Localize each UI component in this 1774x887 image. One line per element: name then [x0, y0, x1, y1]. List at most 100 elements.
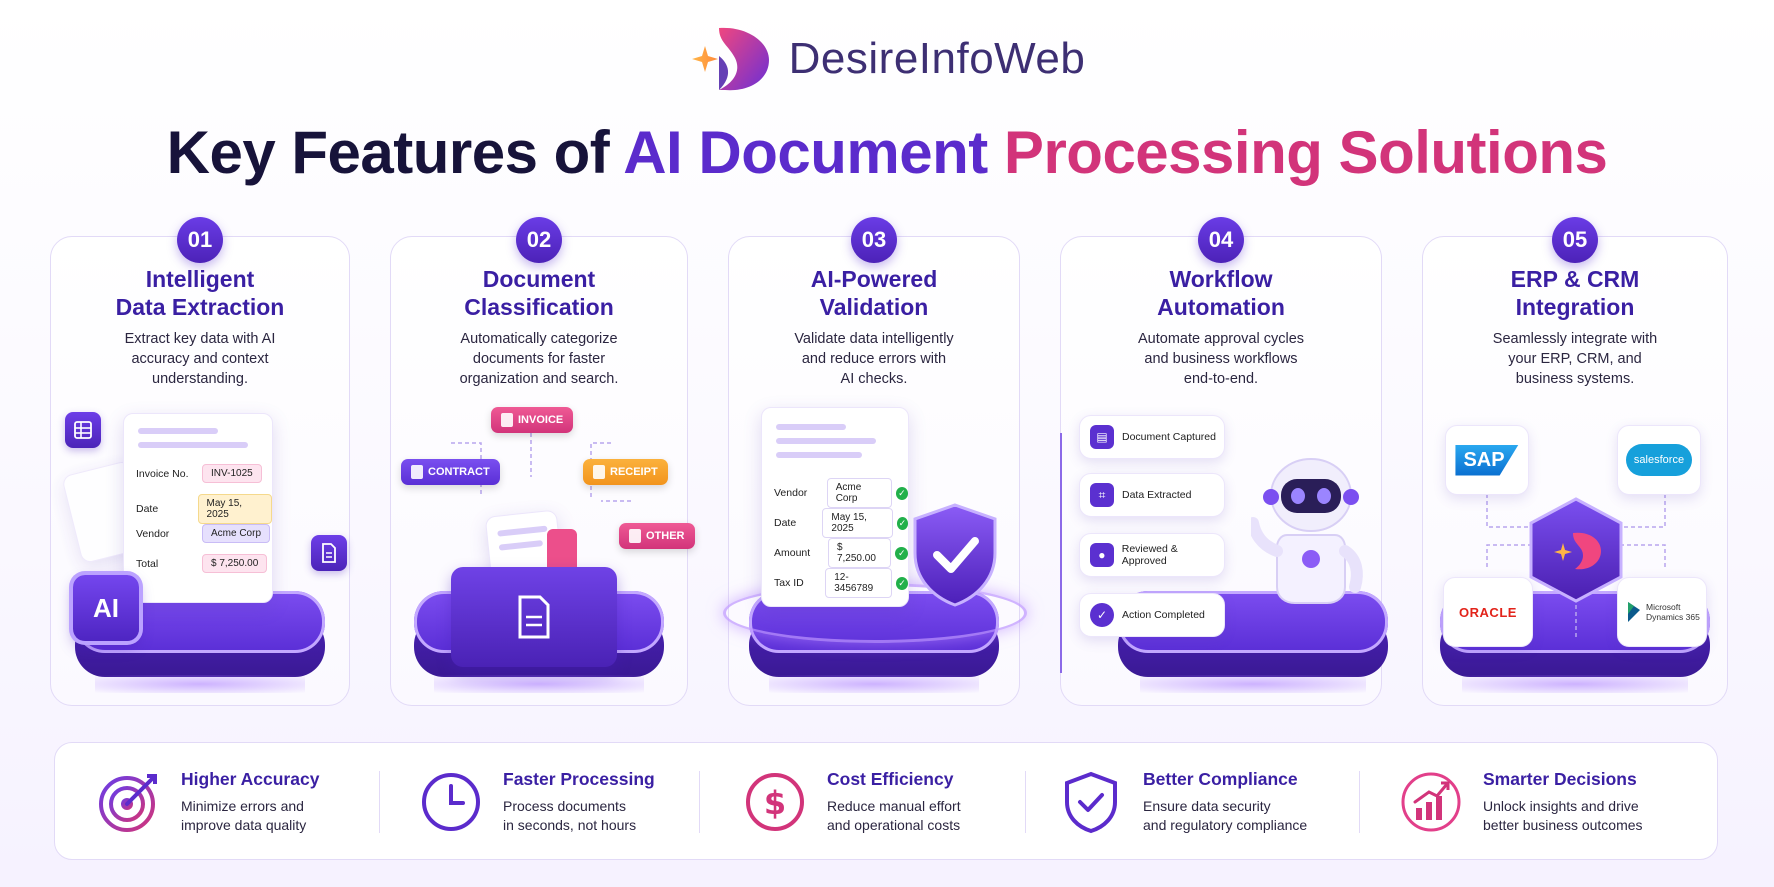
feature-title: Workflow Automation: [1071, 265, 1371, 321]
brand-logo-icon: [689, 24, 771, 94]
feature-title-line: Validation: [819, 294, 929, 320]
feature-card-data-extraction: 01 Intelligent Data Extraction Extract k…: [50, 217, 350, 706]
feature-card-classification: 02 Document Classification Automatically…: [390, 217, 695, 706]
page-title: Key Features of AI Document Processing S…: [0, 118, 1774, 187]
feature-desc-line: Validate data intelligently: [794, 331, 954, 347]
benefit-accuracy: Higher Accuracy Minimize errors and impr…: [97, 743, 319, 861]
benefit-desc-line: Reduce manual effort: [827, 798, 961, 814]
field-label: Vendor: [774, 487, 808, 499]
feature-card-validation: 03 AI-Powered Validation Validate data i…: [723, 217, 1027, 706]
growth-chart-icon: [1401, 772, 1461, 832]
field-row: Date May 15, 2025: [136, 494, 272, 524]
check-icon: ✓: [896, 576, 908, 590]
benefit-desc: Process documents in seconds, not hours: [503, 797, 655, 835]
feature-title: AI-Powered Validation: [739, 265, 1009, 321]
feature-description: Extract key data with AI accuracy and co…: [75, 329, 325, 389]
feature-desc-line: organization and search.: [459, 371, 619, 387]
brand: DesireInfoWeb: [0, 24, 1774, 94]
title-part-3: Processing Solutions: [1003, 119, 1608, 186]
field-label: Invoice No.: [136, 467, 189, 480]
dollar-icon: $: [746, 773, 804, 831]
tag-contract: CONTRACT: [401, 459, 500, 485]
workflow-step: ▤Document Captured: [1079, 415, 1225, 459]
scan-icon: ⌗: [1090, 483, 1114, 507]
field-label: Vendor: [136, 527, 170, 540]
document-sheet: Vendor Acme Corp✓ Date May 15, 2025✓ Amo…: [761, 407, 909, 607]
title-part-1: Key Features of: [166, 119, 624, 186]
document-icon: ▤: [1090, 425, 1114, 449]
benefit-desc-line: better business outcomes: [1483, 817, 1643, 833]
benefit-desc-line: and operational costs: [827, 817, 961, 833]
field-row: Vendor Acme Corp✓: [774, 478, 908, 508]
workflow-step: ✓Action Completed: [1079, 593, 1225, 637]
field-value: 12-3456789: [825, 568, 893, 598]
document-icon: [311, 535, 347, 571]
clock-icon: [422, 773, 480, 831]
workflow-step: ●Reviewed & Approved: [1079, 533, 1225, 577]
sap-logo-text: SAP: [1455, 444, 1519, 476]
ai-chip-icon: AI: [73, 575, 139, 641]
timeline-line: [1060, 433, 1062, 673]
oracle-logo: ORACLE: [1443, 577, 1533, 647]
tag-invoice: INVOICE: [491, 407, 574, 433]
feature-title-line: ERP & CRM: [1510, 266, 1640, 292]
benefit-desc: Reduce manual effort and operational cos…: [827, 797, 961, 835]
feature-desc-line: Seamlessly integrate with: [1492, 331, 1658, 347]
workflow-step: ⌗ Data Extracted: [1079, 473, 1225, 517]
divider: [1359, 771, 1360, 833]
field-label: Date: [774, 517, 797, 529]
field-value: Acme Corp: [202, 524, 271, 543]
tag-label: OTHER: [646, 530, 685, 542]
benefit-speed: Faster Processing Process documents in s…: [419, 743, 655, 861]
feature-description: Seamlessly integrate with your ERP, CRM,…: [1447, 329, 1703, 389]
benefit-desc-line: Minimize errors and: [181, 798, 304, 814]
benefit-desc-line: Unlock insights and drive: [1483, 798, 1639, 814]
benefit-desc-line: and regulatory compliance: [1143, 817, 1308, 833]
benefit-title: Better Compliance: [1143, 769, 1298, 789]
oracle-logo-text: ORACLE: [1459, 604, 1517, 620]
feature-desc-line: business systems.: [1515, 371, 1635, 387]
feature-description: Validate data intelligently and reduce e…: [753, 329, 995, 389]
feature-number: 03: [851, 217, 897, 263]
check-icon: ✓: [895, 546, 908, 560]
document-icon: [501, 413, 513, 427]
field-label: Total: [136, 557, 159, 570]
field-row: Date May 15, 2025✓: [774, 508, 908, 538]
step-label: Action Completed: [1122, 609, 1205, 621]
benefit-desc-line: Process documents: [503, 798, 626, 814]
check-icon: ✓: [896, 516, 908, 530]
divider: [699, 771, 700, 833]
ai-chip-label: AI: [93, 592, 119, 623]
field-value: May 15, 2025: [822, 508, 893, 538]
field-value: May 15, 2025: [197, 494, 272, 524]
step-label: Data Extracted: [1122, 489, 1192, 501]
benefit-desc-line: Ensure data security: [1143, 798, 1271, 814]
feature-desc-line: Automate approval cycles: [1137, 331, 1305, 347]
feature-desc-line: Automatically categorize: [460, 331, 618, 347]
tag-other: OTHER: [619, 523, 695, 549]
feature-title-line: Workflow: [1169, 266, 1273, 292]
shield-check-icon: [909, 501, 1001, 614]
feature-number: 01: [177, 217, 223, 263]
field-row: Total $ 7,250.00: [136, 554, 268, 573]
svg-text:$: $: [764, 784, 786, 822]
microsoft-dynamics-logo: Microsoft Dynamics 365: [1617, 577, 1707, 647]
feature-desc-line: and business workflows: [1144, 351, 1298, 367]
benefit-desc: Minimize errors and improve data quality: [181, 797, 319, 835]
field-row: Invoice No. INV-1025: [136, 464, 262, 483]
tag-label: INVOICE: [518, 414, 564, 426]
benefit-decisions: Smarter Decisions Unlock insights and dr…: [1399, 743, 1643, 861]
feature-title-line: Document: [482, 266, 596, 292]
feature-number: 02: [516, 217, 562, 263]
feature-title: Intelligent Data Extraction: [61, 265, 339, 321]
feature-title-line: Data Extraction: [115, 294, 285, 320]
tag-label: RECEIPT: [610, 466, 658, 478]
feature-desc-line: and reduce errors with: [801, 351, 947, 367]
ms-logo-line: Dynamics 365: [1646, 612, 1700, 622]
feature-description: Automate approval cycles and business wo…: [1085, 329, 1357, 389]
field-value: Acme Corp: [826, 478, 892, 508]
benefit-title: Cost Efficiency: [827, 769, 954, 789]
feature-title-line: Intelligent: [145, 266, 255, 292]
feature-number: 04: [1198, 217, 1244, 263]
field-row: Tax ID 12-3456789✓: [774, 568, 908, 598]
